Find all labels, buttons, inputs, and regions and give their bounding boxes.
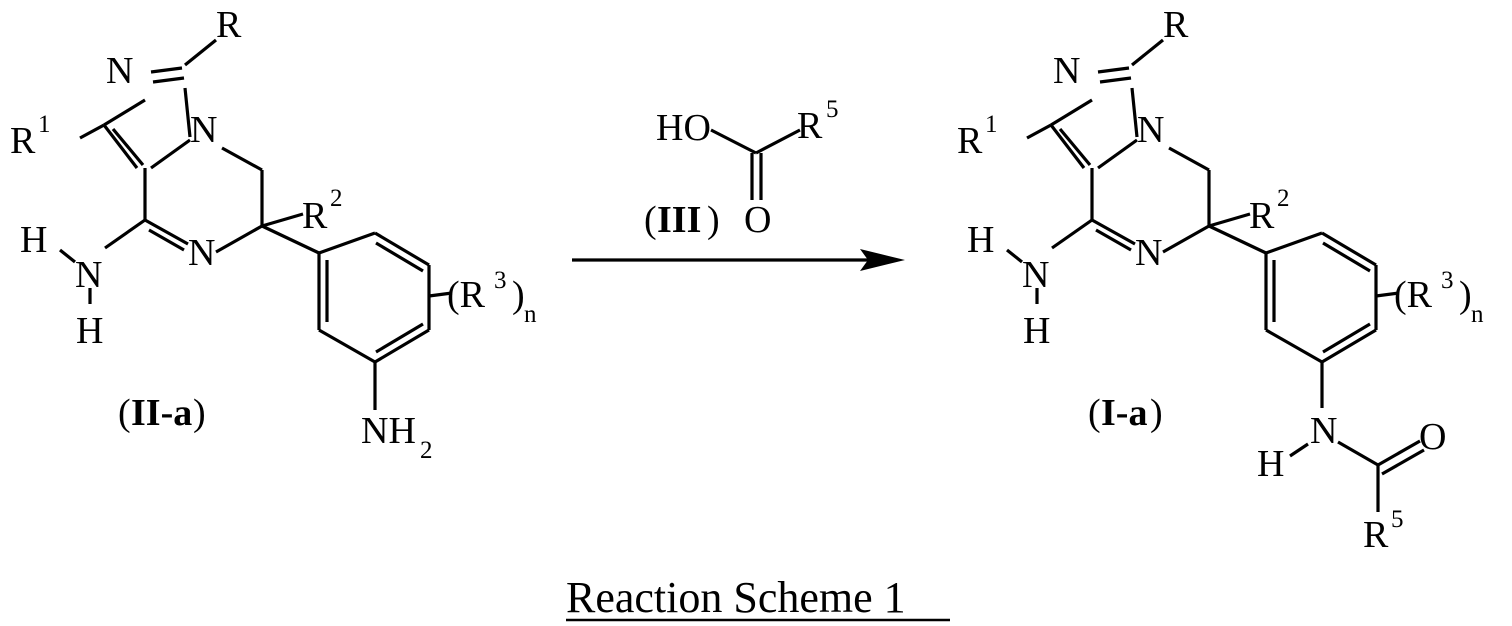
p-amide-o: O bbox=[1419, 416, 1446, 458]
sm-r1-label: R bbox=[10, 120, 36, 162]
product-labels: R N R 1 N N H N H R 2 (R 3 ) n N H O R 5 bbox=[957, 4, 1484, 556]
sm-n-top: N bbox=[106, 50, 133, 92]
p-nh-h-bottom: H bbox=[1023, 310, 1050, 352]
p-r5-sup: 5 bbox=[1391, 506, 1404, 533]
sm-n-ring: N bbox=[190, 109, 217, 151]
sm-amine-sub: 2 bbox=[420, 437, 433, 464]
reagent-compound-label: ( III ) bbox=[644, 199, 720, 241]
svg-text:): ) bbox=[1150, 392, 1163, 434]
product-structure: R N R 1 N N H N H R 2 (R 3 ) n N H O R 5… bbox=[957, 4, 1484, 556]
p-r1-label: R bbox=[957, 120, 983, 162]
p-nh-h-top: H bbox=[967, 219, 994, 261]
p-amide-n: N bbox=[1310, 410, 1337, 452]
product-compound-label: ( I-a ) bbox=[1088, 392, 1163, 434]
scheme-title-text: Reaction Scheme 1 bbox=[566, 573, 906, 622]
p-amide-h: H bbox=[1257, 443, 1284, 485]
reagent-label: III bbox=[657, 199, 701, 241]
starting-material-label: II-a bbox=[131, 392, 192, 434]
svg-text:(: ( bbox=[644, 199, 657, 241]
sm-amine-nh: NH bbox=[361, 410, 416, 452]
product-label: I-a bbox=[1101, 392, 1147, 434]
sm-nh-h-top: H bbox=[20, 219, 47, 261]
reagent-oxygen: O bbox=[744, 199, 771, 241]
p-r2-label: R bbox=[1249, 195, 1275, 237]
sm-r2-label: R bbox=[302, 195, 328, 237]
svg-text:(: ( bbox=[118, 392, 131, 434]
sm-r3-open: (R bbox=[447, 274, 486, 316]
reagent-ho: HO bbox=[656, 107, 711, 149]
sm-r3-sup: 3 bbox=[494, 267, 507, 294]
p-r5-label: R bbox=[1363, 514, 1389, 556]
reagent-r5-sup: 5 bbox=[826, 96, 839, 123]
p-r-label: R bbox=[1163, 4, 1189, 46]
sm-nh-h-bottom: H bbox=[76, 310, 103, 352]
svg-text:(: ( bbox=[1088, 392, 1101, 434]
p-r3-close: ) bbox=[1459, 274, 1472, 316]
svg-text:): ) bbox=[193, 392, 206, 434]
svg-text:): ) bbox=[707, 199, 720, 241]
p-n-imine: N bbox=[1135, 232, 1162, 274]
starting-material-compound-label: ( II-a ) bbox=[118, 392, 206, 434]
sm-nh-n: N bbox=[75, 254, 102, 296]
sm-r1-sup: 1 bbox=[38, 111, 51, 138]
product-bonds bbox=[1007, 40, 1424, 512]
sm-r2-sup: 2 bbox=[330, 185, 343, 212]
p-r3-sub: n bbox=[1471, 301, 1484, 328]
reagent-structure: HO R 5 O ( III ) bbox=[644, 96, 839, 241]
sm-r3-close: ) bbox=[512, 274, 525, 316]
reagent-r5: R bbox=[797, 105, 823, 147]
sm-r-label: R bbox=[216, 4, 242, 46]
starting-material-bonds bbox=[60, 40, 452, 410]
p-r1-sup: 1 bbox=[985, 111, 998, 138]
starting-material-structure: R N R 1 N N H N H R 2 (R 3 ) n NH 2 ( II… bbox=[10, 4, 537, 464]
p-r3-sup: 3 bbox=[1441, 267, 1454, 294]
p-n-ring: N bbox=[1137, 109, 1164, 151]
sm-n-imine: N bbox=[188, 232, 215, 274]
p-r3-open: (R bbox=[1394, 274, 1433, 316]
p-r2-sup: 2 bbox=[1277, 185, 1290, 212]
reaction-arrow bbox=[572, 249, 905, 271]
p-n-top: N bbox=[1053, 50, 1080, 92]
starting-material-labels: R N R 1 N N H N H R 2 (R 3 ) n NH 2 bbox=[10, 4, 537, 464]
scheme-title: Reaction Scheme 1 bbox=[566, 573, 950, 622]
sm-r3-sub: n bbox=[524, 301, 537, 328]
p-nh-n: N bbox=[1022, 254, 1049, 296]
